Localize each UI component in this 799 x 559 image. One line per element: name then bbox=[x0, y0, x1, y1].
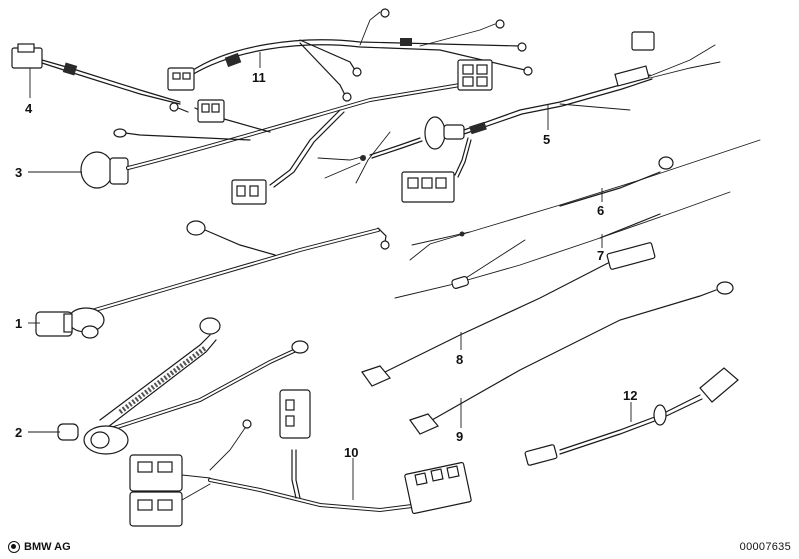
part-number-2: 2 bbox=[15, 425, 22, 440]
part-number-1: 1 bbox=[15, 316, 22, 331]
part-11-branch-harness bbox=[167, 8, 533, 102]
leader-lines bbox=[28, 52, 632, 500]
part-number-labels: 1 2 3 4 5 6 7 8 9 10 11 12 bbox=[15, 70, 637, 460]
document-number: 00007635 bbox=[739, 541, 791, 553]
part-3-main-harness bbox=[80, 59, 493, 205]
part-number-10: 10 bbox=[344, 445, 358, 460]
part-8-plug-lead bbox=[361, 242, 656, 387]
part-9-ring-lead bbox=[409, 281, 734, 435]
part-2-ground-strap bbox=[57, 317, 309, 455]
part-5-grommet-harness bbox=[317, 31, 721, 203]
part-number-3: 3 bbox=[15, 165, 22, 180]
part-number-12: 12 bbox=[623, 388, 637, 403]
part-number-8: 8 bbox=[456, 352, 463, 367]
part-number-7: 7 bbox=[597, 248, 604, 263]
part-12-coax-lead bbox=[524, 367, 739, 466]
part-number-4: 4 bbox=[25, 101, 33, 116]
part-7-sleeved-lead bbox=[394, 191, 731, 299]
bmw-roundel-icon bbox=[8, 541, 20, 553]
part-number-11: 11 bbox=[252, 70, 266, 85]
part-4-connector-lead bbox=[11, 43, 181, 105]
part-10-lower-harness bbox=[129, 389, 472, 527]
part-number-5: 5 bbox=[543, 132, 550, 147]
part-6-thin-lead bbox=[409, 139, 761, 261]
part-1-battery-cable bbox=[35, 220, 390, 339]
part-number-9: 9 bbox=[456, 429, 463, 444]
brand-footer: BMW AG bbox=[8, 541, 71, 553]
brand-name: BMW AG bbox=[24, 541, 71, 553]
part-number-6: 6 bbox=[597, 203, 604, 218]
